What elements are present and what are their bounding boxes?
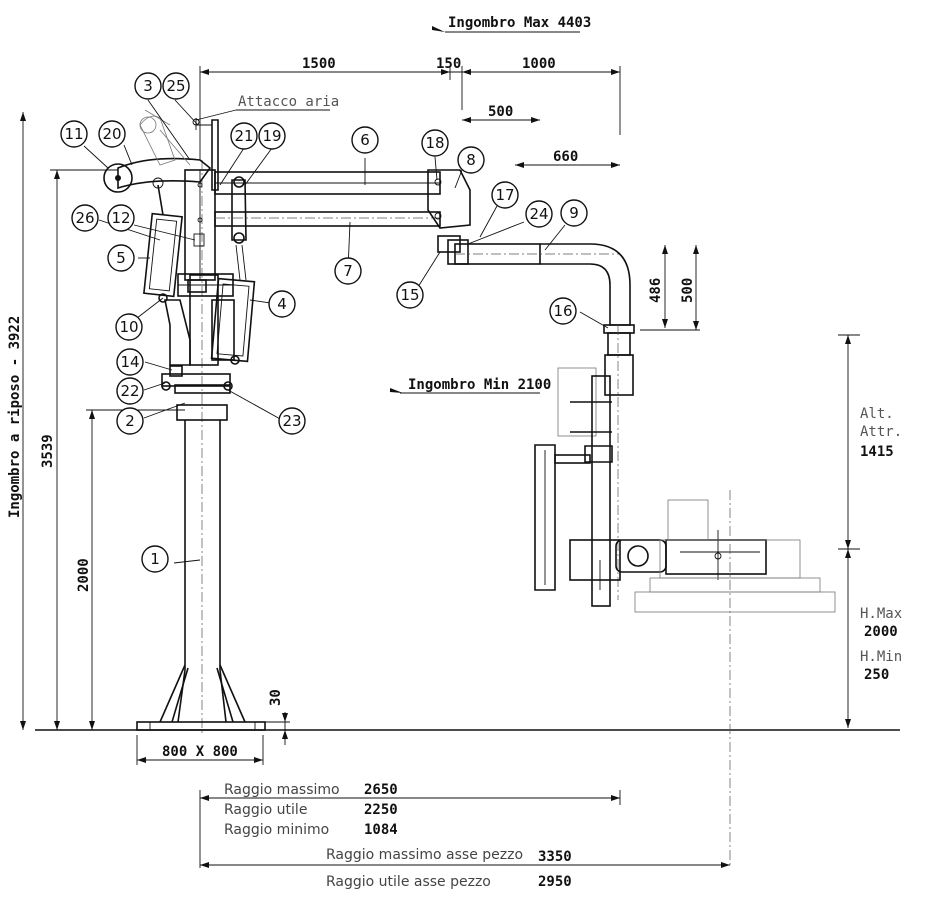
ingombro-min-label: Ingombro Min 2100	[408, 377, 551, 393]
callout-label: 21	[234, 127, 253, 145]
callout-18: 18	[421, 129, 449, 157]
base-size: 800 X 800	[162, 744, 238, 760]
callout-23: 23	[278, 407, 306, 435]
dim-486: 486	[648, 278, 664, 303]
cylinder-4	[210, 277, 256, 365]
alt-attr-line1: Alt.	[860, 406, 894, 422]
callout-12: 12	[107, 204, 135, 232]
callout-label: 18	[425, 134, 444, 152]
hmax-label: H.Max	[860, 606, 902, 622]
dim-500-h: 500	[488, 104, 513, 120]
raggio-utile-label: Raggio utile	[224, 802, 307, 818]
dim-1000: 1000	[522, 56, 556, 72]
callout-4: 4	[268, 290, 296, 318]
callout-label: 10	[119, 318, 138, 336]
raggio-max-pezzo-label: Raggio massimo asse pezzo	[326, 847, 523, 863]
callout-label: 26	[75, 209, 94, 227]
callout-24: 24	[525, 200, 553, 228]
callout-3: 3	[134, 72, 162, 100]
callout-label: 20	[102, 125, 121, 143]
arrowheads	[20, 69, 851, 868]
dim-1500: 1500	[302, 56, 336, 72]
attacco-aria-label: Attacco aria	[238, 94, 339, 110]
callout-label: 14	[120, 353, 139, 371]
dim-500-v: 500	[680, 278, 696, 303]
second-arm	[437, 235, 635, 600]
callout-label: 19	[262, 127, 281, 145]
rotating-head	[161, 118, 235, 394]
callout-11: 11	[60, 120, 88, 148]
dim-3539: 3539	[40, 434, 56, 468]
tie-rod-19	[231, 176, 247, 281]
callout-label: 1	[150, 550, 160, 568]
callout-label: 3	[143, 77, 153, 95]
callout-label: 7	[343, 262, 353, 280]
raggio-minimo-value: 1084	[364, 822, 398, 838]
gripper	[534, 367, 836, 868]
alt-attr-value: 1415	[860, 444, 894, 460]
callout-14: 14	[116, 348, 144, 376]
hmax-value: 2000	[864, 624, 898, 640]
callout-label: 5	[116, 249, 126, 267]
callout-7: 7	[334, 257, 362, 285]
callout-label: 12	[111, 209, 130, 227]
callout-label: 2	[125, 412, 135, 430]
hmin-label: H.Min	[860, 649, 902, 665]
dim-150: 150	[436, 56, 461, 72]
callout-label: 15	[400, 286, 419, 304]
raggio-utile-value: 2250	[364, 802, 398, 818]
lever-arm	[103, 109, 212, 193]
ingombro-riposo-label: Ingombro a riposo - 3922	[7, 316, 23, 518]
callout-label: 16	[553, 302, 572, 320]
callout-25: 25	[162, 72, 190, 100]
dim-2000: 2000	[76, 558, 92, 592]
callout-6: 6	[351, 126, 379, 154]
alt-attr-line2: Attr.	[860, 424, 902, 440]
column	[136, 160, 266, 735]
cylinder-5	[143, 184, 183, 303]
callout-2: 2	[116, 407, 144, 435]
hmin-value: 250	[864, 667, 889, 683]
callout-17: 17	[491, 181, 519, 209]
callout-label: 6	[360, 131, 370, 149]
raggio-max-pezzo-value: 3350	[538, 849, 572, 865]
callout-label: 4	[277, 295, 287, 313]
callout-26: 26	[71, 204, 99, 232]
callout-label: 9	[569, 204, 579, 222]
callout-19: 19	[258, 122, 286, 150]
callout-label: 8	[466, 151, 476, 169]
raggio-massimo-label: Raggio massimo	[224, 782, 340, 798]
callout-22: 22	[116, 377, 144, 405]
callout-15: 15	[396, 281, 424, 309]
callout-label: 25	[166, 77, 185, 95]
callout-21: 21	[230, 122, 258, 150]
callout-label: 17	[495, 186, 514, 204]
callout-5: 5	[107, 244, 135, 272]
callout-20: 20	[98, 120, 126, 148]
ingombro-max-label: Ingombro Max 4403	[448, 15, 591, 31]
callout-9: 9	[560, 199, 588, 227]
dim-30: 30	[268, 689, 284, 706]
callout-16: 16	[549, 297, 577, 325]
callout-8: 8	[457, 146, 485, 174]
dimension-lines	[22, 26, 860, 868]
dim-660: 660	[553, 149, 578, 165]
callout-1: 1	[141, 545, 169, 573]
raggio-utile-pezzo-value: 2950	[538, 874, 572, 890]
callout-label: 23	[282, 412, 301, 430]
raggio-minimo-label: Raggio minimo	[224, 822, 329, 838]
callout-10: 10	[115, 313, 143, 341]
callout-label: 24	[529, 205, 548, 223]
callout-label: 11	[64, 125, 83, 143]
raggio-utile-pezzo-label: Raggio utile asse pezzo	[326, 874, 491, 890]
callout-label: 22	[120, 382, 139, 400]
main-arm	[214, 169, 471, 229]
raggio-massimo-value: 2650	[364, 782, 398, 798]
